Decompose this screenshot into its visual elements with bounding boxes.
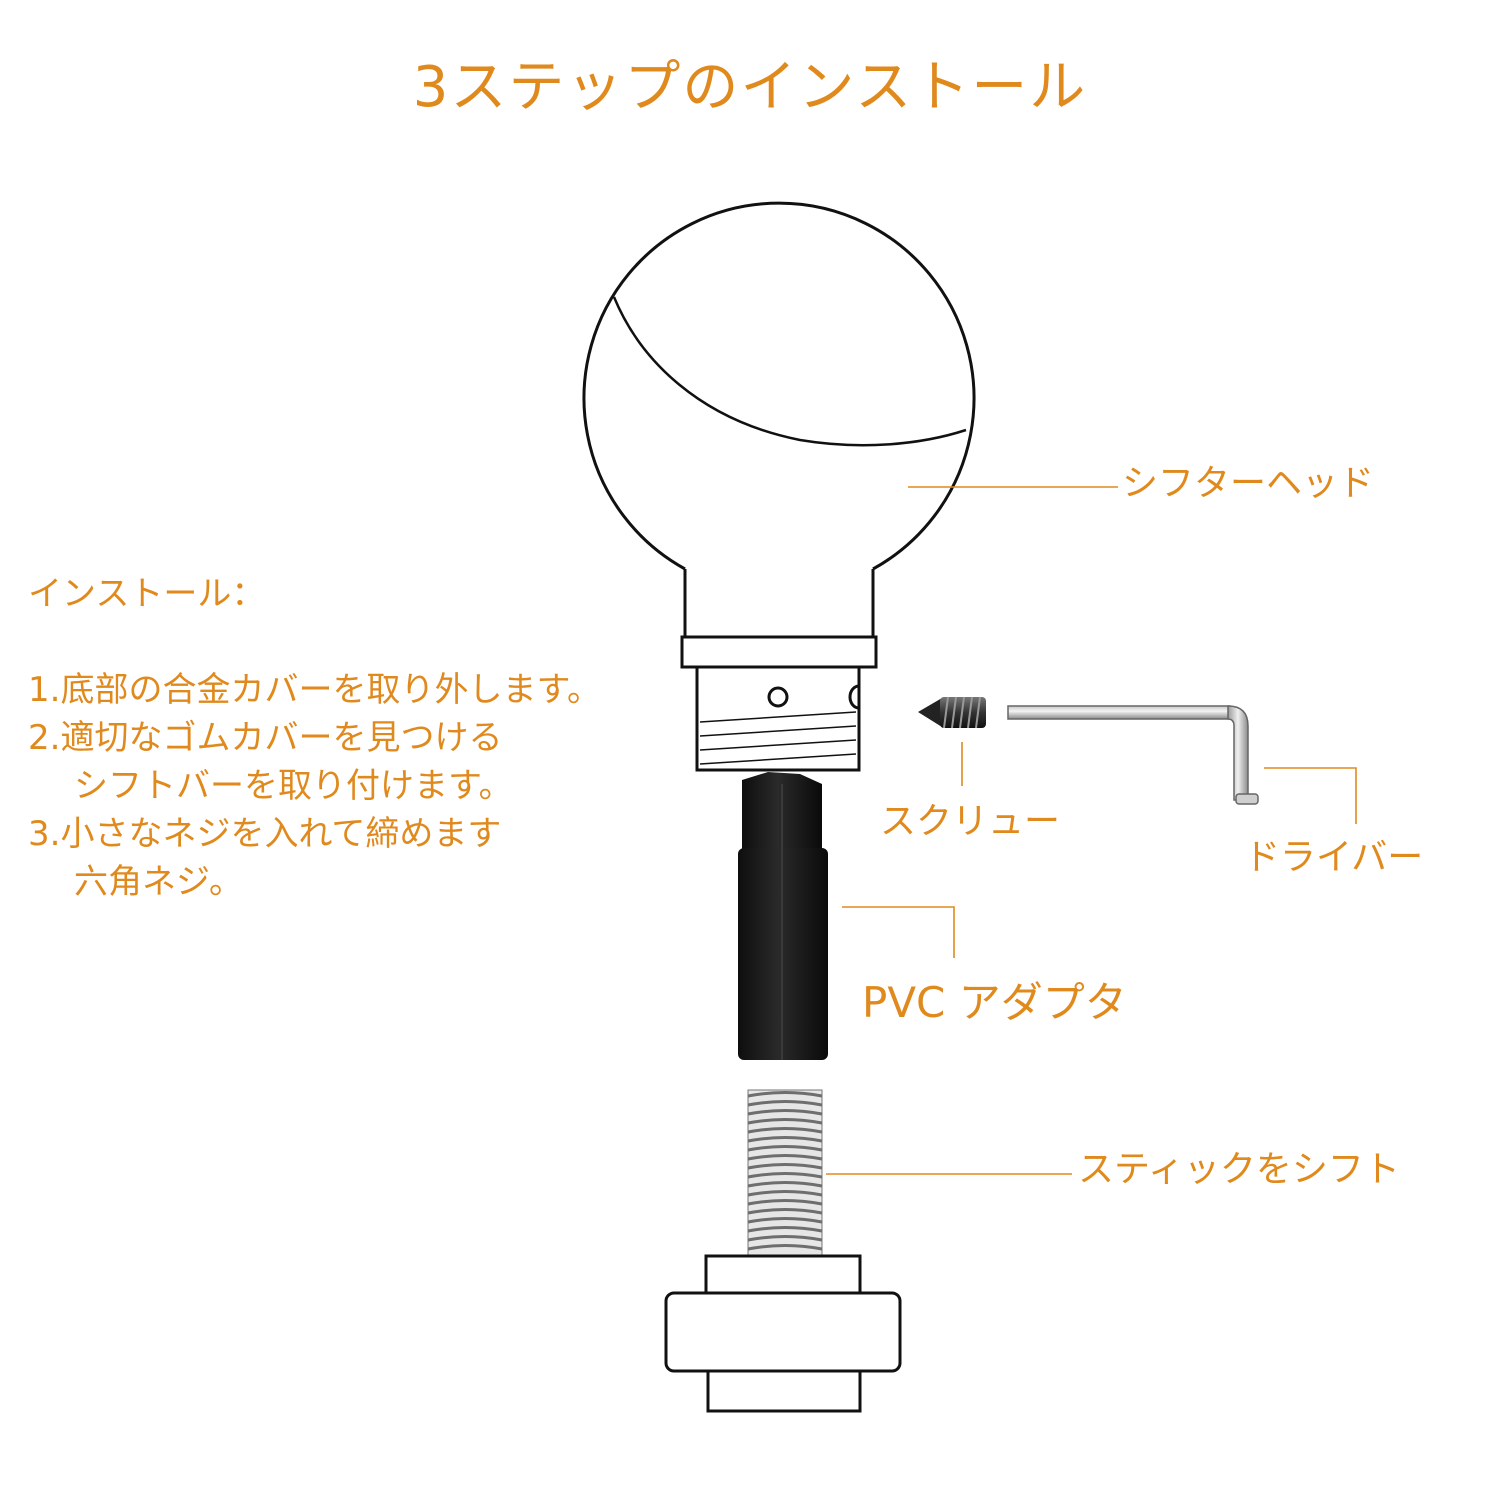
screw xyxy=(918,696,986,729)
installation-instructions: インストール： 1.底部の合金カバーを取り外します。 2.適切なゴムカバーを見つ… xyxy=(28,570,728,906)
shifter-head-threaded-base xyxy=(695,665,861,772)
shifter-head-highlight xyxy=(612,296,967,447)
shift-stick-bottom-ring xyxy=(706,1369,862,1413)
instruction-step-2: 2.適切なゴムカバーを見つける xyxy=(28,718,503,758)
instruction-step-1: 1.底部の合金カバーを取り外します。 xyxy=(28,670,602,710)
shifter-head-neck xyxy=(683,569,875,637)
label-screw: スクリュー xyxy=(880,801,1061,842)
label-driver: ドライバー xyxy=(1244,837,1424,878)
set-screw-hole xyxy=(767,686,789,708)
page-title: 3ステップのインストール xyxy=(412,55,1088,120)
shifter-head-ball xyxy=(582,201,976,571)
instruction-step-3: 3.小さなネジを入れて締めます xyxy=(28,814,502,854)
pvc-adapter xyxy=(738,772,828,1060)
instruction-step-2-continued: シフトバーを取り付けます。 xyxy=(74,766,513,806)
label-shifter-head: シフターヘッド xyxy=(1122,463,1375,504)
leader-lines xyxy=(826,486,1357,1175)
shifter-head-threads xyxy=(699,711,857,765)
shift-stick-top-ring xyxy=(704,1254,862,1298)
set-screw-hole-side xyxy=(848,684,860,710)
shift-stick xyxy=(664,1089,902,1413)
label-pvc-adapter: PVC アダプタ xyxy=(862,978,1127,1027)
hex-driver xyxy=(1007,705,1259,805)
label-shift-stick: スティックをシフト xyxy=(1078,1149,1400,1190)
instructions-heading: インストール： xyxy=(28,574,266,614)
instruction-step-3-continued: 六角ネジ。 xyxy=(74,862,243,902)
shift-stick-base-body xyxy=(664,1291,902,1373)
shifter-head xyxy=(582,201,976,772)
